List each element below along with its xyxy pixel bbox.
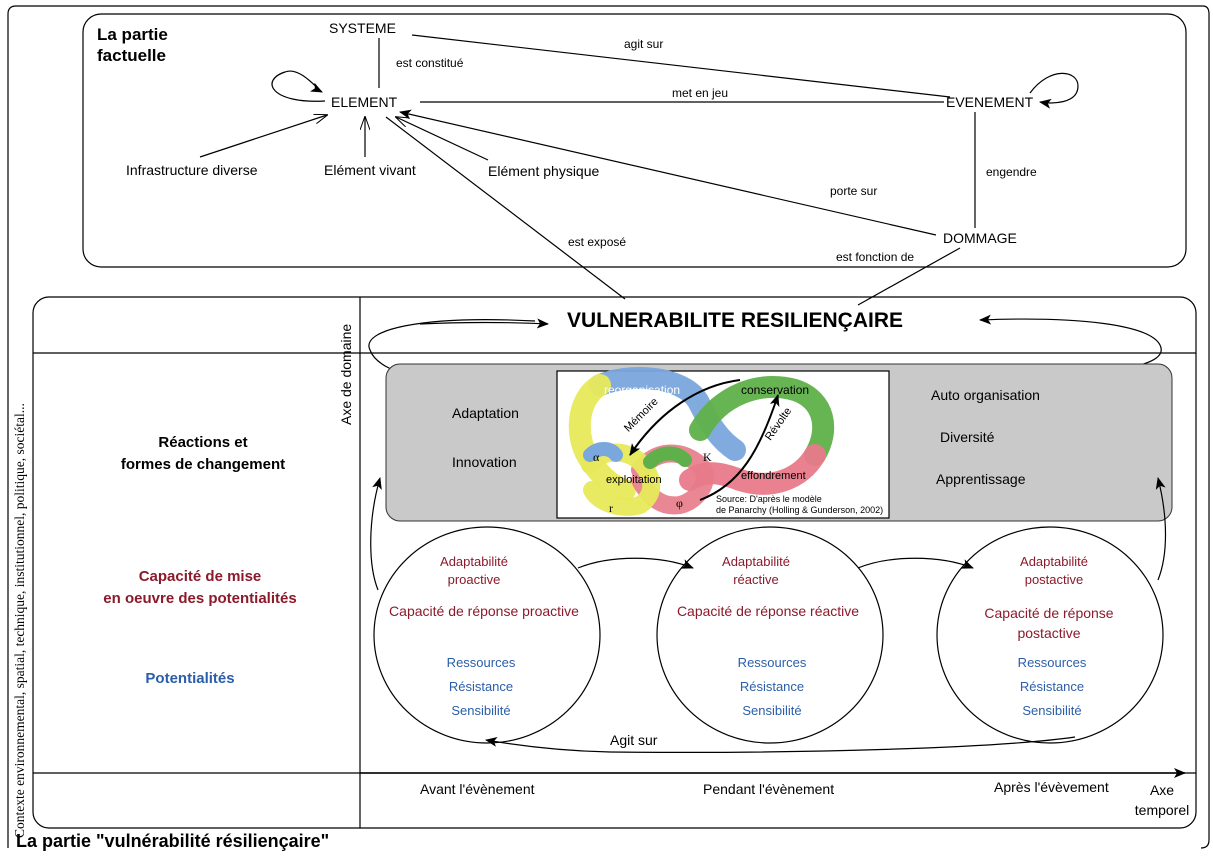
circle-reactive	[656, 526, 884, 744]
time-avant: Avant l'évènement	[420, 781, 535, 797]
pan-alpha: α	[593, 450, 600, 464]
circle2-adaptabilite: Adaptabilité réactive	[722, 554, 790, 587]
rel-agit-sur: agit sur	[624, 37, 664, 51]
node-systeme: SYSTEME	[329, 20, 396, 36]
node-vivant: Elément vivant	[324, 162, 416, 178]
node-element: ELEMENT	[331, 94, 398, 110]
row-potentialites: Potentialités	[145, 670, 235, 687]
node-physique: Elément physique	[488, 163, 600, 179]
circle2-capacite: Capacité de réponse réactive	[676, 603, 860, 619]
rel-est-expose: est exposé	[568, 235, 627, 249]
gray-diversite: Diversité	[940, 429, 995, 445]
gray-apprentissage: Apprentissage	[936, 471, 1026, 487]
axe-temporel-label: Axe temporel	[1134, 782, 1190, 818]
agit-sur-label: Agit sur	[610, 732, 658, 748]
circle1-adaptabilite: Adaptabilité proactive	[440, 554, 508, 587]
circle3-potentials: Ressources Résistance Sensibilité	[1017, 655, 1087, 718]
pan-r: r	[609, 501, 613, 515]
node-dommage: DOMMAGE	[943, 230, 1017, 246]
gray-innovation: Innovation	[452, 454, 517, 470]
factual-title: La partie factuelle	[97, 25, 168, 65]
node-infrastructure: Infrastructure diverse	[126, 162, 258, 178]
main-title: VULNERABILITE RESILIENÇAIRE	[567, 309, 904, 332]
rel-est-fonction-de: est fonction de	[836, 250, 915, 264]
rel-met-en-jeu: met en jeu	[672, 86, 729, 100]
context-label: Contexte environnemental, spatial, techn…	[12, 403, 27, 838]
pan-phi: φ	[676, 496, 683, 510]
gray-auto-organisation: Auto organisation	[931, 387, 1040, 403]
circle1-capacite: Capacité de réponse proactive	[389, 603, 579, 619]
vulnerability-box	[32, 296, 1197, 829]
panarchy-loops	[568, 367, 835, 516]
row-capacite: Capacité de mise en oeuvre des potential…	[103, 568, 297, 607]
pan-reorganisation: reorganisation	[604, 383, 681, 397]
vulnerability-title: La partie "vulnérabilité résiliençaire"	[16, 831, 330, 851]
rel-engendre: engendre	[986, 165, 1037, 179]
circle1-potentials: Ressources Résistance Sensibilité	[446, 655, 516, 718]
rel-est-constitue: est constitué	[396, 56, 464, 70]
circle3-adaptabilite: Adaptabilité postactive	[1020, 554, 1088, 587]
circle2-potentials: Ressources Résistance Sensibilité	[737, 655, 807, 718]
circle-postactive	[936, 526, 1164, 744]
pan-effondrement: effondrement	[741, 470, 806, 482]
pan-exploitation: exploitation	[606, 474, 662, 486]
row-reactions: Réactions et formes de changement	[120, 434, 286, 473]
pan-source: Source: D'après le modèle de Panarchy (H…	[716, 494, 884, 515]
pan-conservation: conservation	[741, 383, 810, 397]
pan-k: K	[703, 450, 712, 464]
factual-box	[82, 13, 1187, 268]
time-apres: Après l'évèvement	[994, 779, 1109, 795]
gray-adaptation: Adaptation	[452, 405, 519, 421]
time-pendant: Pendant l'évènement	[703, 781, 835, 797]
axe-domaine-label: Axe de domaine	[338, 323, 354, 425]
node-evenement: EVENEMENT	[946, 94, 1034, 110]
circle3-capacite: Capacité de réponse postactive	[984, 605, 1114, 641]
rel-porte-sur: porte sur	[830, 184, 878, 198]
